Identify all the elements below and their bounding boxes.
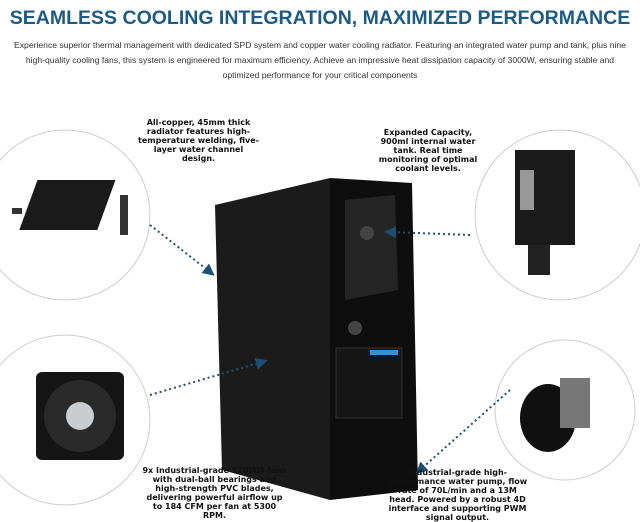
page-title: SEAMLESS COOLING INTEGRATION, MAXIMIZED … (9, 7, 631, 29)
pump-image (494, 339, 636, 481)
tank-image (474, 129, 640, 301)
fan-image (0, 334, 151, 506)
fans-callout: 9x Industrial-grade 120MM fans with dual… (142, 466, 287, 520)
page-title-container: SEAMLESS COOLING INTEGRATION, MAXIMIZED … (0, 6, 640, 32)
tank-callout: Expanded Capacity, 900ml internal water … (378, 128, 478, 173)
intro-text: Experience superior thermal management w… (14, 40, 626, 80)
cooling-tower-image (215, 178, 418, 500)
radiator-callout: All-copper, 45mm thick radiator features… (138, 118, 259, 163)
radiator-image (0, 129, 151, 301)
pump-callout: Industrial-grade high-performance water … (387, 468, 528, 522)
callout-arrows (149, 224, 511, 474)
